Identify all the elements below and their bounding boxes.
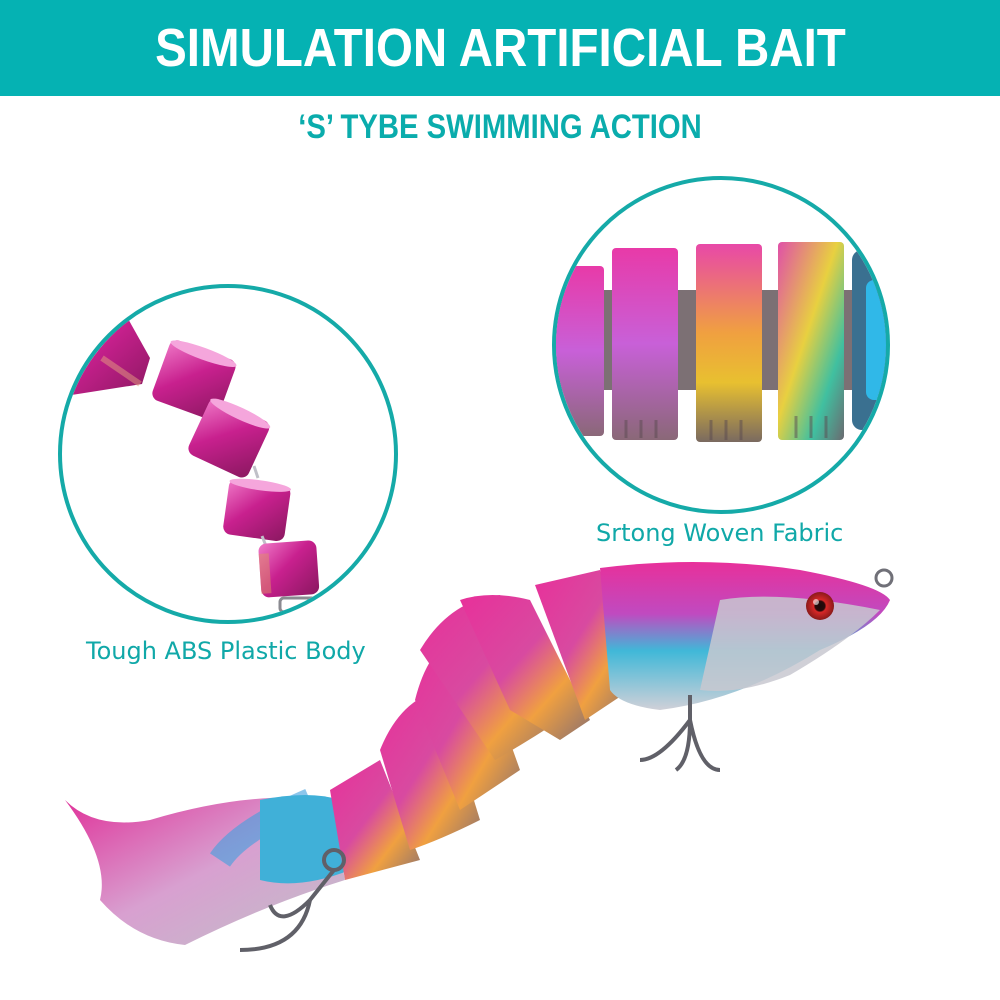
caption-woven-fabric: Srtong Woven Fabric [596,519,844,547]
caption-abs-body: Tough ABS Plastic Body [86,637,366,665]
title-banner: SIMULATION ARTIFICIAL BAIT [0,0,1000,96]
holographic-segments-closeup-image [556,242,886,442]
banner-title: SIMULATION ARTIFICIAL BAIT [154,18,846,78]
detail-circle-left [58,284,398,624]
detail-circle-right [552,176,890,514]
jointed-segments-closeup-image [62,308,320,620]
subtitle: ‘S’ TYBE SWIMMING ACTION [298,108,702,146]
